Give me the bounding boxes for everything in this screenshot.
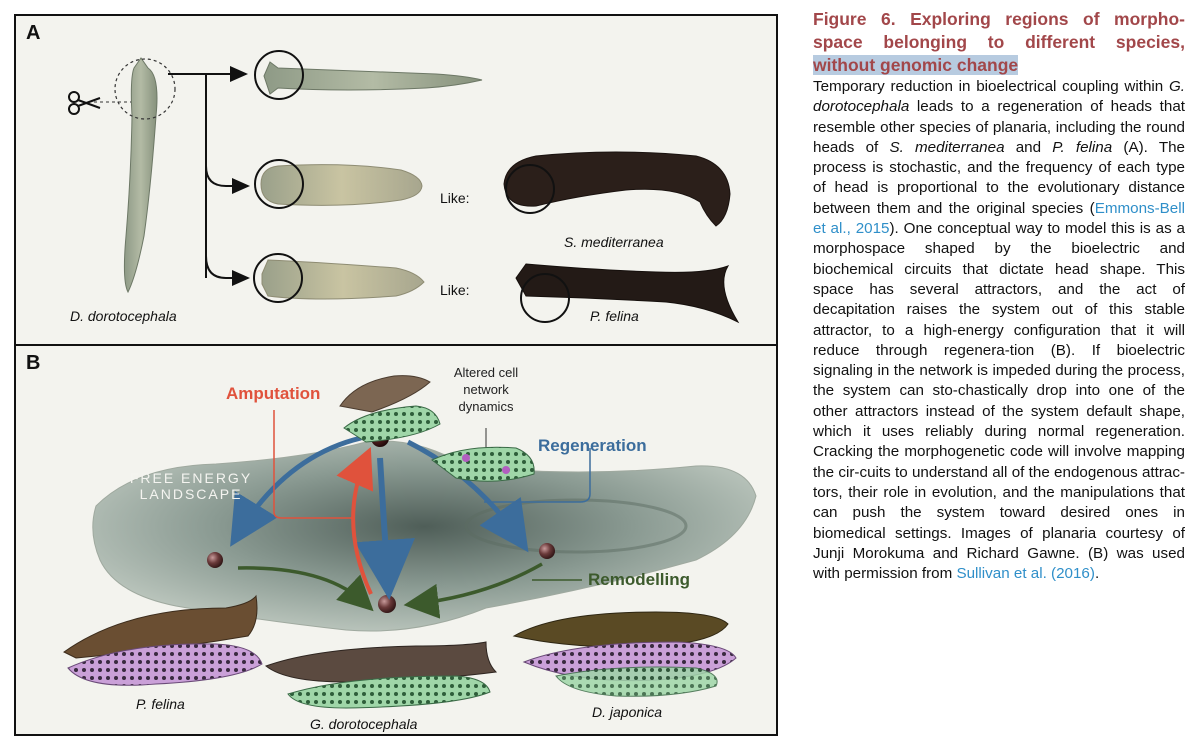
label-d-japonica: D. japonica: [592, 704, 663, 720]
label-altered-cell-network: Altered cell network dynamics: [442, 364, 530, 415]
altered-line-3: dynamics: [458, 399, 514, 414]
caption-title-main: Figure 6. Exploring regions of morpho-sp…: [813, 9, 1185, 52]
panel-a: A: [16, 16, 776, 344]
caption-text: and: [1004, 138, 1053, 156]
label-remodelling: Remodelling: [588, 570, 691, 589]
citation-link-sullivan[interactable]: Sullivan et al. (2016): [956, 565, 1095, 583]
like-label-1: Like:: [440, 190, 470, 206]
caption-title: Figure 6. Exploring regions of morpho-sp…: [813, 8, 1185, 77]
caption-title-highlight: without genomic change: [813, 55, 1019, 75]
landscape-line-1: FREE ENERGY: [129, 470, 253, 486]
panel-a-illustration: [94, 50, 740, 324]
citation-link-emmons-bell[interactable]: Emmons-Bell et al., 2015: [813, 199, 1185, 238]
label-s-mediterranea: S. mediterranea: [564, 234, 664, 250]
caption-species: P. felina: [1052, 138, 1113, 156]
worm-original: [123, 57, 158, 294]
caption-text: .: [1094, 565, 1100, 583]
caption-text: Temporary reduction in bioelectrical cou…: [813, 78, 1169, 95]
cut-region-circle: [114, 58, 176, 120]
label-d-dorotocephala: D. dorotocephala: [70, 308, 177, 324]
caption-text: ). One conceptual way to model this is a…: [813, 220, 1185, 583]
altered-line-1: Altered cell: [453, 365, 519, 380]
caption-species: S. mediterranea: [889, 138, 1005, 156]
label-amputation: Amputation: [226, 384, 321, 403]
caption-text: (A). The process is stochastic, and the …: [813, 138, 1185, 217]
panel-a-letter: A: [26, 22, 41, 44]
attractor-ball-right: [539, 543, 555, 559]
figure-caption: Figure 6. Exploring regions of morpho-sp…: [813, 8, 1185, 584]
label-g-dorotocephala: G. dorotocephala: [310, 716, 418, 732]
panel-b-letter: B: [26, 352, 41, 374]
scissors-icon: [68, 91, 101, 115]
label-free-energy-landscape: FREE ENERGY LANDSCAPE: [122, 470, 260, 502]
caption-body: Temporary reduction in bioelectrical cou…: [813, 77, 1185, 584]
like-label-2: Like:: [440, 282, 470, 298]
figure-panel: A: [14, 14, 778, 736]
attractor-ball-center: [378, 595, 396, 613]
panel-b: B Amputation Regeneration Remodelling FR…: [16, 344, 776, 736]
caption-species: G. dorotocephala: [813, 78, 1185, 116]
label-p-felina-a: P. felina: [590, 308, 639, 324]
energy-landscape-diagram: [63, 375, 757, 709]
altered-line-2: network: [463, 382, 509, 397]
caption-text: leads to a regeneration of heads that re…: [813, 98, 1185, 156]
landscape-line-2: LANDSCAPE: [139, 486, 243, 502]
label-regeneration: Regeneration: [538, 436, 647, 455]
attractor-ball-left: [207, 552, 223, 568]
label-p-felina-b: P. felina: [136, 696, 185, 712]
